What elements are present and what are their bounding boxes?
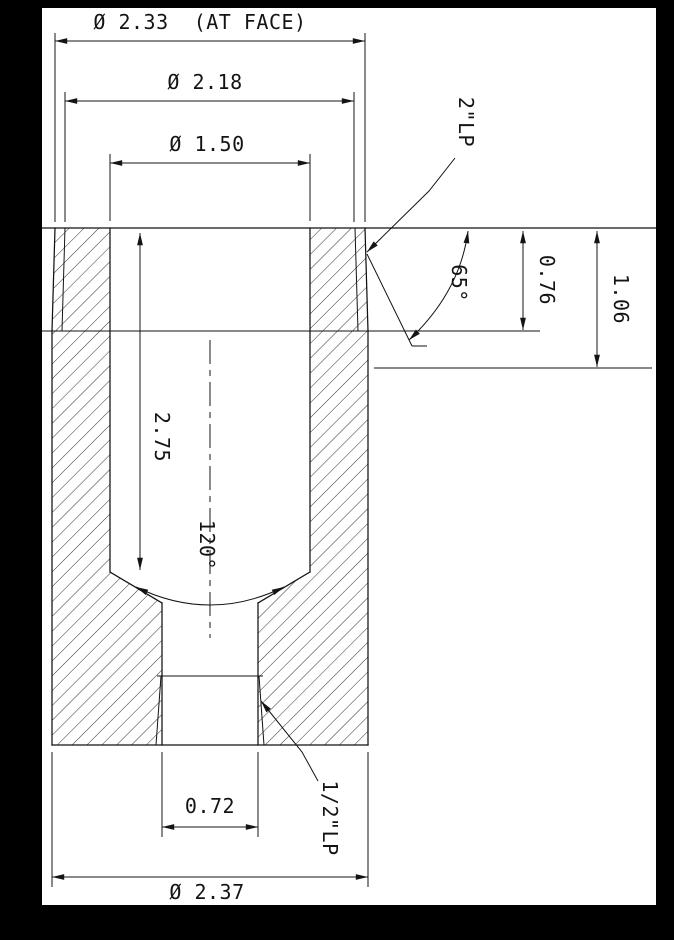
- thread-top-label: 2"LP: [454, 97, 478, 147]
- part-section: [41, 227, 657, 746]
- chamfer-edge-line: [366, 253, 413, 347]
- dim-dia-218: Ø 2.18: [64, 70, 355, 222]
- dim-label-dia-at-face: Ø 2.33 (AT FACE): [93, 10, 306, 34]
- dim-label-076: 0.76: [535, 255, 559, 305]
- hatch-right-wall: [258, 228, 368, 745]
- dim-dia-237: Ø 2.37: [51, 752, 369, 904]
- dim-label-dia-218: Ø 2.18: [167, 70, 242, 94]
- hatch-left-wall: [52, 228, 162, 745]
- dim-label-dia-237: Ø 2.37: [169, 880, 244, 904]
- chamfer-angle-arc: [408, 230, 470, 341]
- callout-thread-bottom: 1/2"LP: [260, 700, 342, 856]
- thread-major-right: [364, 227, 369, 332]
- thread-minor-left: [61, 227, 66, 332]
- dim-label-275: 2.75: [150, 412, 174, 462]
- dim-bore-depth-275: 2.75: [137, 233, 174, 570]
- thread-bottom-leader: [260, 700, 319, 782]
- dim-106: 1.06: [594, 231, 633, 367]
- dim-dia-150: Ø 1.50: [109, 132, 311, 221]
- dim-chamfer-65: 65°: [366, 230, 471, 347]
- dim-label-dia-150: Ø 1.50: [169, 132, 244, 156]
- dim-072: 0.72: [161, 752, 259, 837]
- dim-label-120: 120°: [195, 520, 219, 570]
- thread-top-leader: [366, 157, 456, 253]
- cone-angle-arc: [135, 586, 285, 606]
- callout-thread-top: 2"LP: [366, 97, 478, 253]
- thread-minor-right: [354, 227, 359, 332]
- thread-bottom-label: 1/2"LP: [318, 780, 342, 855]
- small-thread-root-left: [155, 675, 162, 746]
- dim-dia-at-face: Ø 2.33 (AT FACE): [54, 10, 366, 222]
- dim-label-072: 0.72: [185, 794, 235, 818]
- dim-cone-120: 120°: [135, 520, 285, 606]
- dim-label-65: 65°: [447, 264, 471, 302]
- dim-label-106: 1.06: [609, 274, 633, 324]
- dim-076: 0.76: [520, 231, 559, 330]
- thread-major-left: [51, 227, 56, 332]
